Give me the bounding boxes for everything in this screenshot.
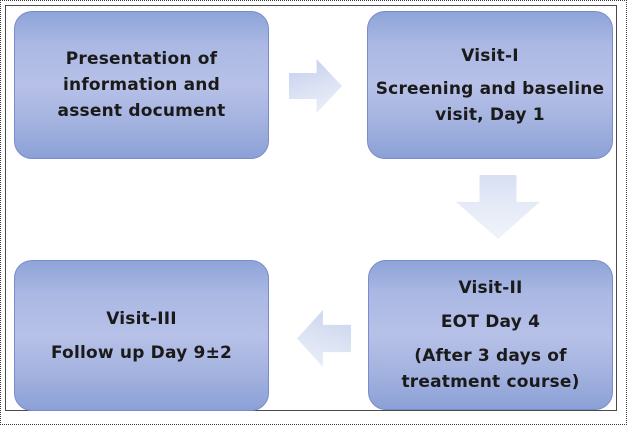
flow-box-visit3: Visit-III Follow up Day 9±2 [14,260,269,411]
flow-box-visit1: Visit-I Screening and baseline visit, Da… [367,11,613,159]
visit2-note-line-2: treatment course) [401,372,580,392]
arrow-left-icon [297,310,351,367]
arrow-down-icon [456,175,540,239]
visit1-title: Visit-I [461,45,519,66]
visit3-title: Visit-III [106,308,177,329]
consent-line-3: assent document [57,101,226,121]
visit3-line-1: Follow up Day 9±2 [50,342,233,363]
visit1-line-1: Screening and baseline [375,78,605,99]
visit2-subtitle: EOT Day 4 [440,312,541,332]
visit2-title: Visit-II [458,278,523,298]
flow-box-visit2: Visit-II EOT Day 4 (After 3 days of trea… [368,260,613,410]
visit2-note: (After 3 days of treatment course) [401,343,579,395]
visit1-line-2: visit, Day 1 [435,104,545,125]
visit2-note-line-1: (After 3 days of [414,346,567,366]
consent-line-2: information and [63,75,220,95]
consent-line-1: Presentation of [65,49,218,69]
flow-box-consent: Presentation of information and assent d… [14,11,269,159]
arrow-right-icon [289,59,342,113]
